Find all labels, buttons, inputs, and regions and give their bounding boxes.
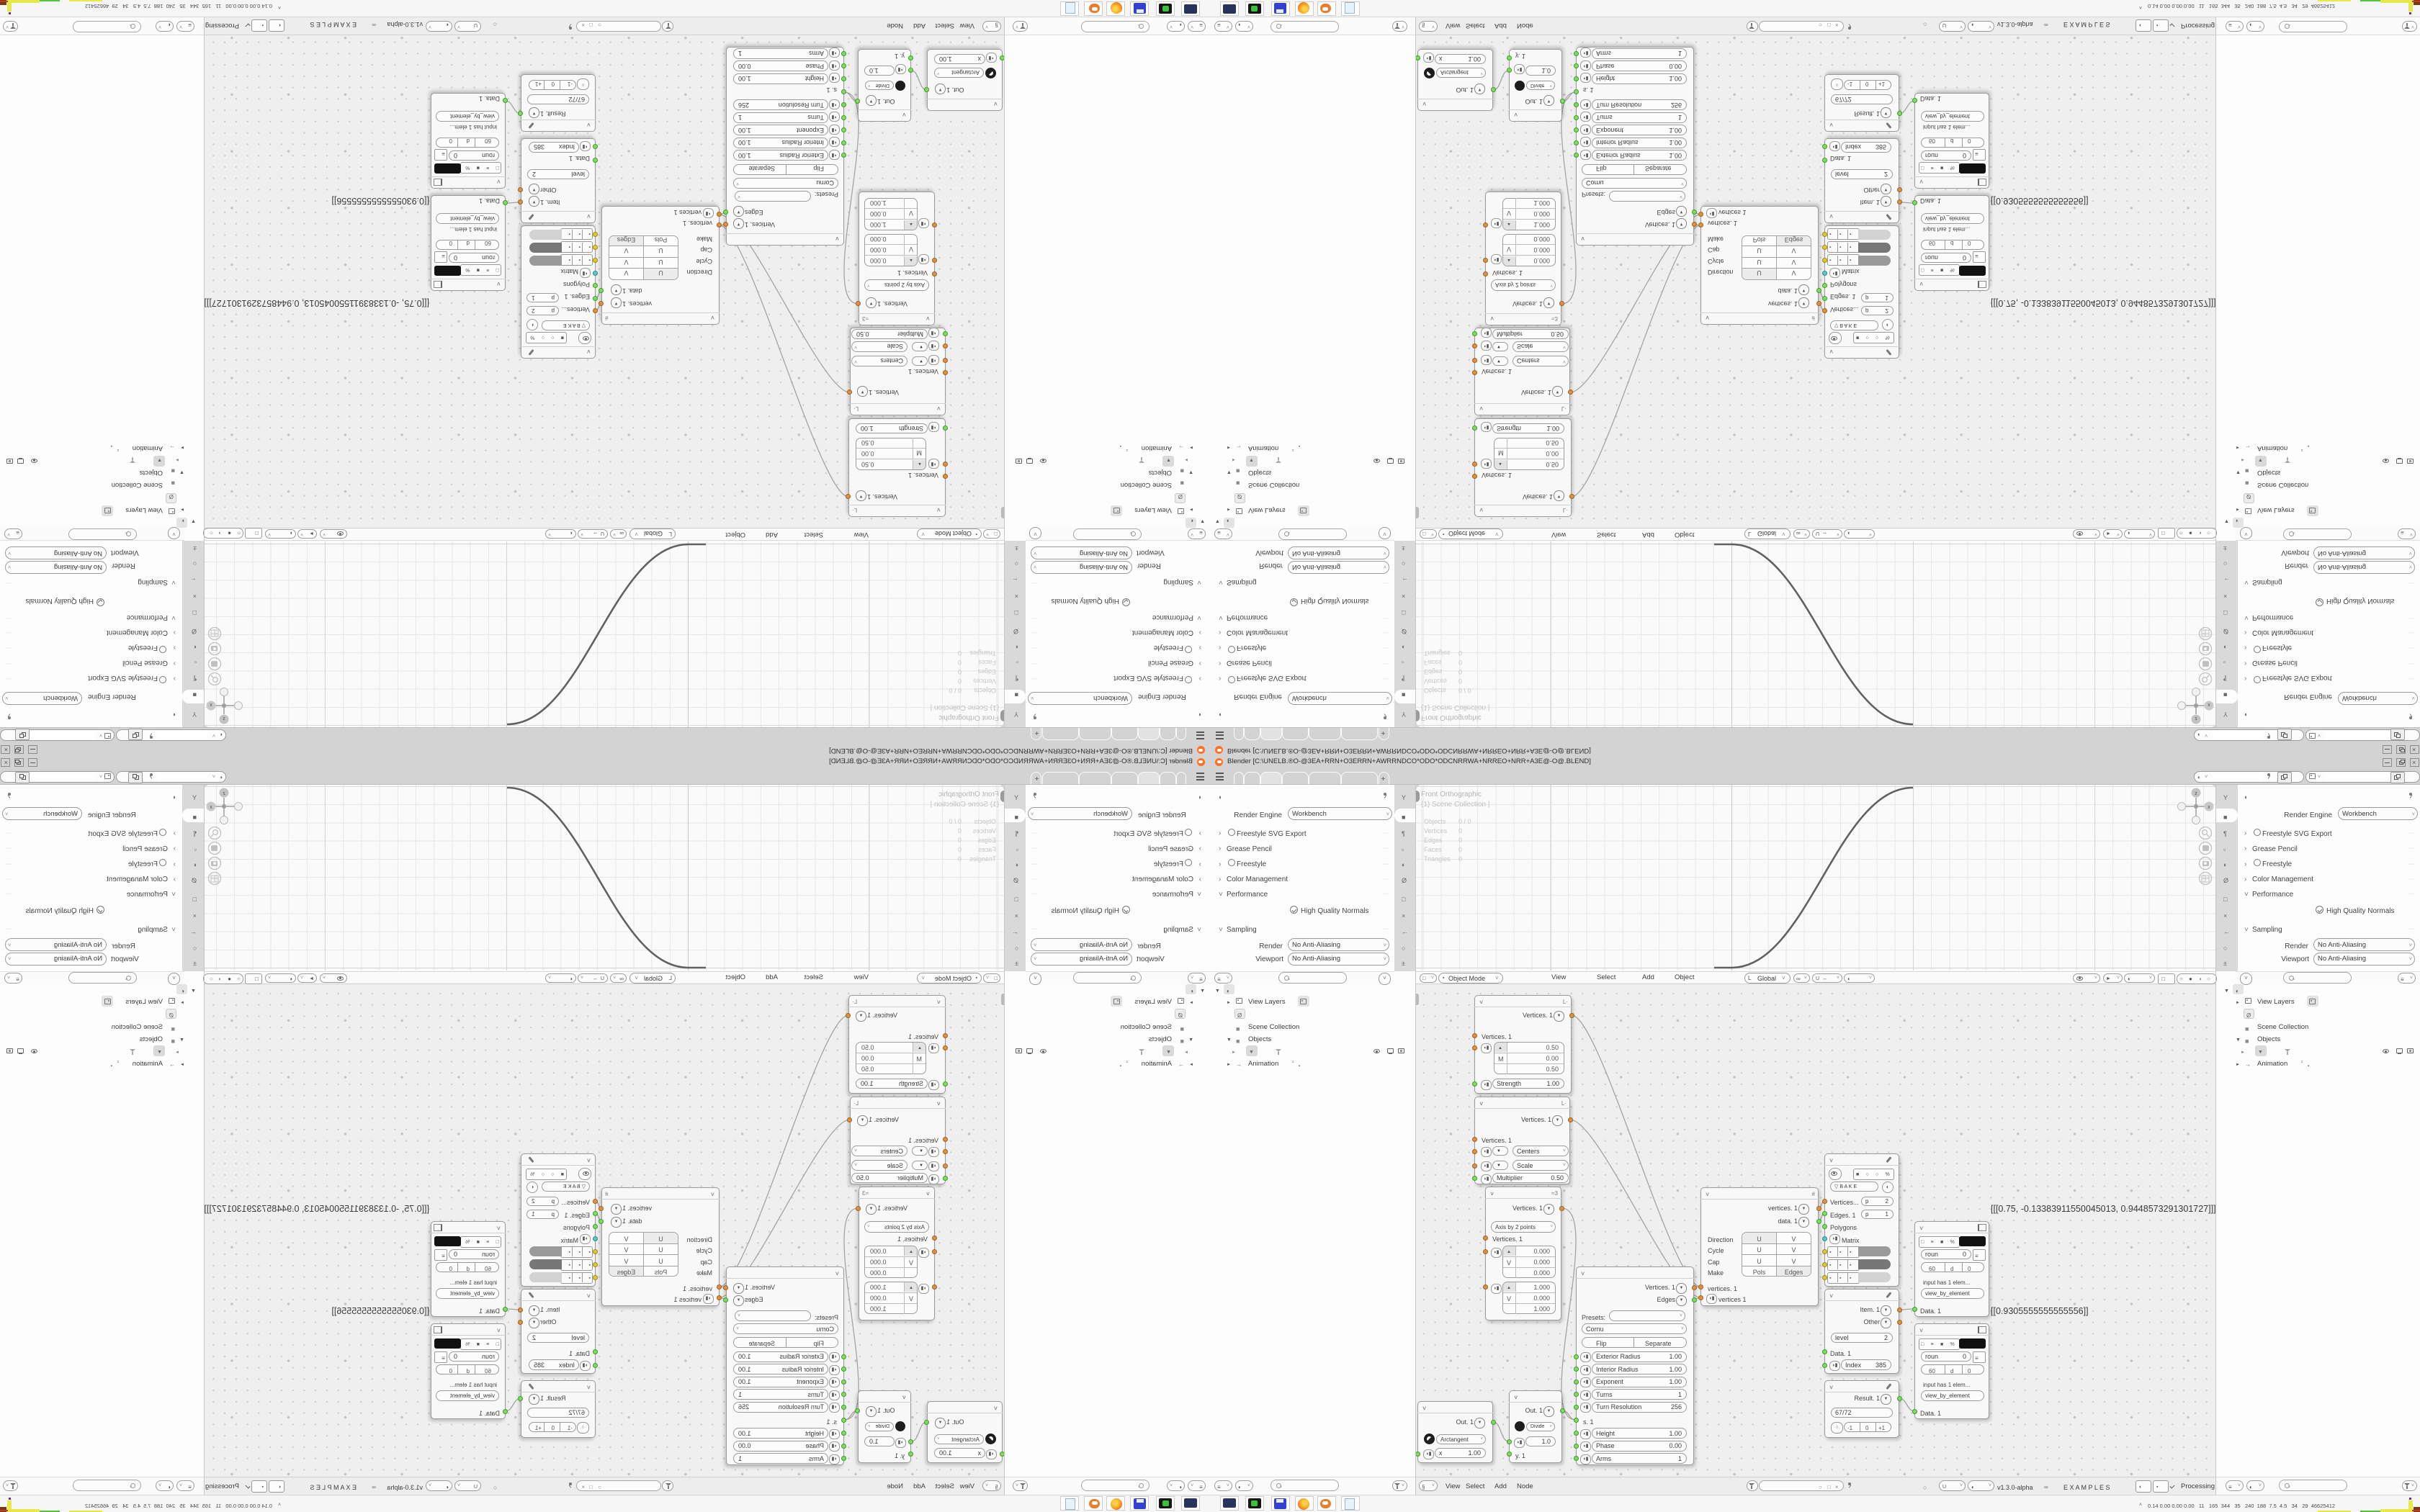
svg-text:z: z (2195, 791, 2197, 796)
svg-text:z: z (2195, 716, 2197, 721)
svg-text:z: z (223, 716, 225, 721)
svg-text:x: x (2208, 702, 2210, 707)
svg-text:x: x (210, 805, 212, 810)
svg-text:z: z (223, 791, 225, 796)
svg-text:x: x (2208, 805, 2210, 810)
svg-text:x: x (210, 702, 212, 707)
